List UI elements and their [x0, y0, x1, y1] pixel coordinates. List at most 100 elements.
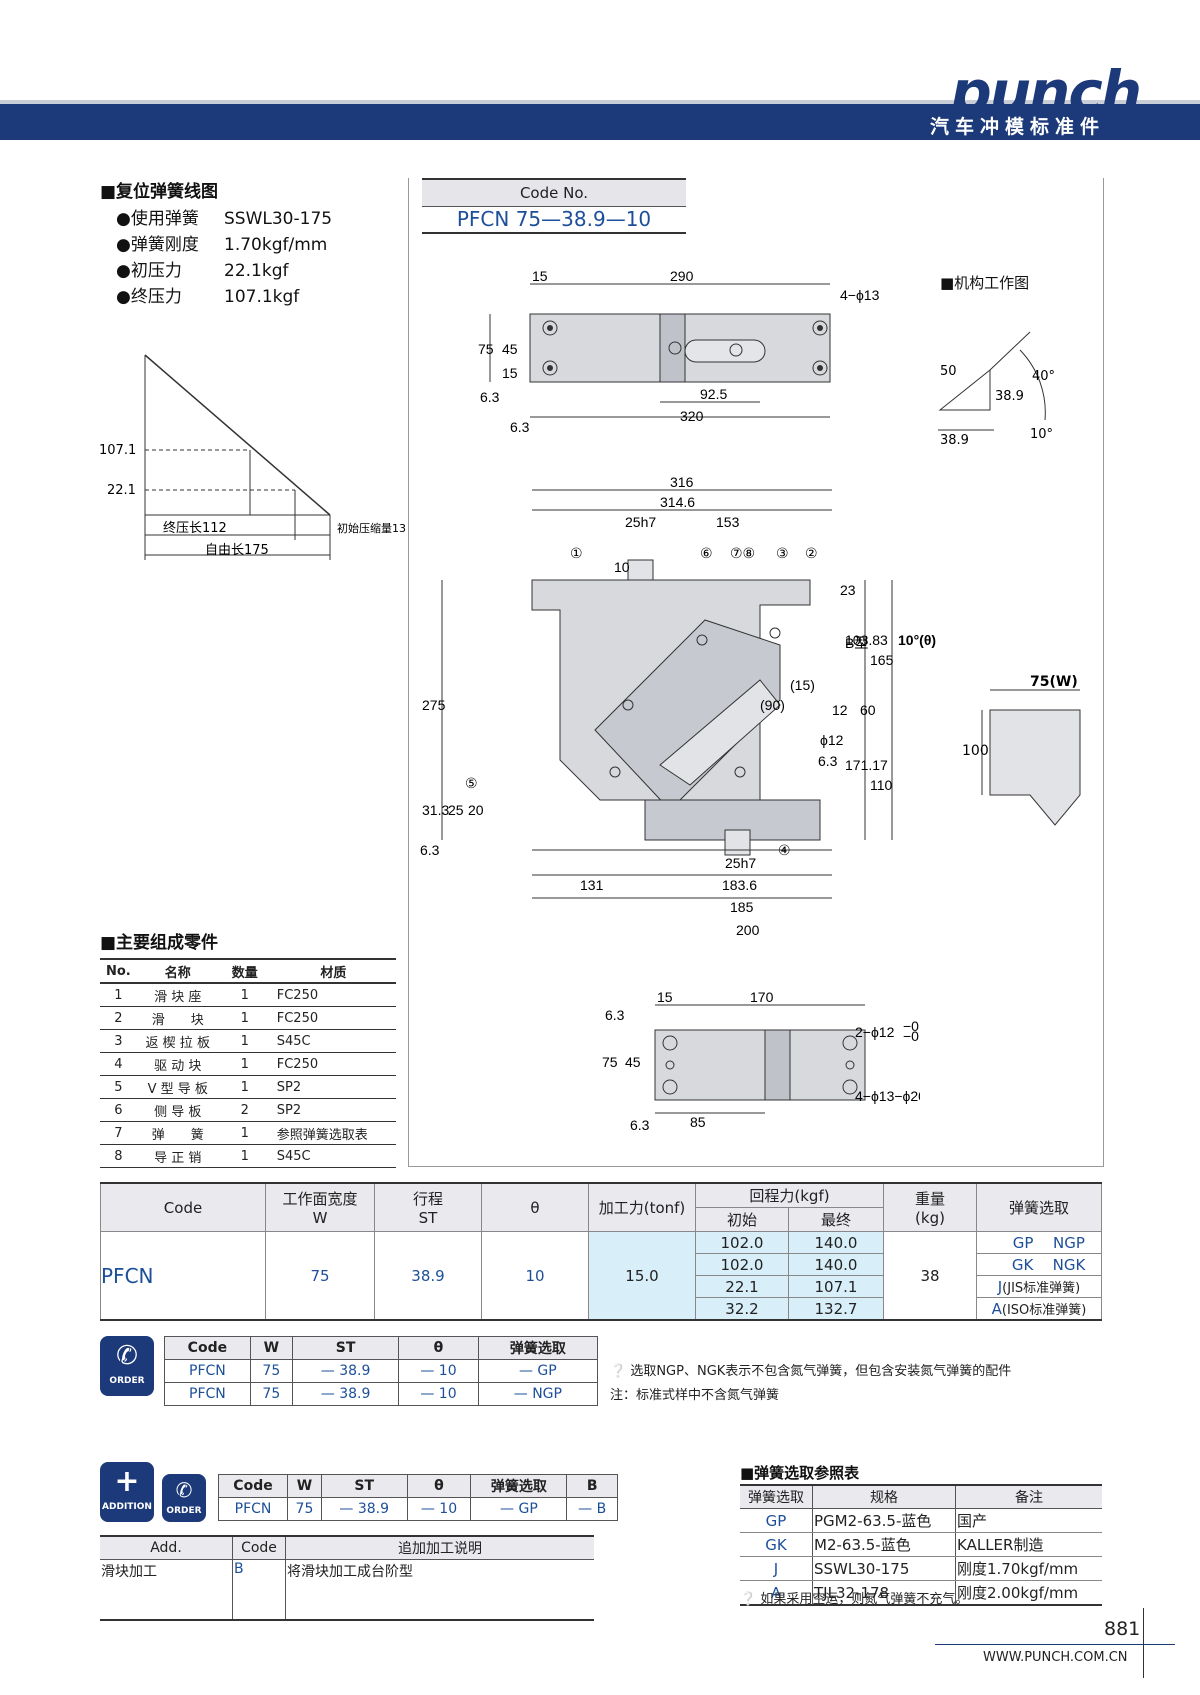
angle-dim-50: 50 — [940, 364, 957, 379]
dim-171-17: 171.17 — [845, 757, 888, 773]
callout-1: ① — [570, 546, 583, 562]
order-note-1: ❔ 选取NGP、NGK表示不包含氮气弹簧，但包含安装氮气弹簧的配件 — [610, 1364, 1012, 1379]
dim-15-paren: (15) — [790, 677, 815, 693]
dim-63d: 6.3 — [420, 842, 440, 858]
dim-12: 12 — [832, 702, 848, 718]
spec-theta: 10 — [481, 1231, 589, 1321]
mechanism-title: ■机构工作图 — [940, 274, 1030, 292]
code-no-value: PFCN 75—38.9—10 — [422, 206, 686, 234]
dim-25h7b: 25h7 — [725, 855, 756, 871]
addition-order-icon: ✆ORDER — [162, 1474, 206, 1522]
dim-63: 6.3 — [480, 389, 500, 405]
drawing-frame — [408, 178, 1104, 1167]
spring-ref-title: ■弹簧选取参照表 — [740, 1464, 860, 1482]
order-note-2: 注：标准式样中不含氮气弹簧 — [610, 1388, 780, 1403]
dim-183-6: 183.6 — [722, 877, 757, 893]
dim-320: 320 — [680, 408, 704, 424]
dim-131: 131 — [580, 877, 604, 893]
spec-st: 38.9 — [374, 1231, 482, 1321]
dim-185: 185 — [730, 899, 754, 915]
dim-314-6: 314.6 — [660, 494, 695, 510]
dim-103-83: 103.83 — [845, 632, 888, 648]
bdim-2phi12: 2−ϕ12 — [855, 1024, 895, 1040]
top-view-drawing: 15 290 4−ϕ13−ϕ20 75 45 15 6.3 92.5 320 6… — [478, 268, 880, 435]
dim-15: 15 — [532, 268, 548, 284]
dim-20: 20 — [468, 802, 484, 818]
graph-y-low: 22.1 — [107, 483, 136, 498]
dim-75: 75 — [478, 341, 494, 357]
dim-45: 45 — [502, 341, 518, 357]
order-icon: ✆ORDER — [100, 1336, 154, 1396]
bottom-view-drawing: 15 170 6.3 2−ϕ12 −0.2 −0.3 75 45 4−ϕ13−ϕ… — [602, 989, 920, 1133]
bdim-tol2: −0.3 — [903, 1028, 920, 1044]
dim-275: 275 — [422, 697, 446, 713]
callout-5: ⑤ — [465, 776, 478, 792]
graph-free-length: 自由长175 — [205, 543, 269, 558]
dim-phi12: ϕ12 — [820, 732, 844, 748]
spring-graph: 107.1 22.1 终压长112 自由长175 初始压缩量13 — [99, 354, 406, 560]
dim-290: 290 — [670, 268, 694, 284]
w-view-drawing: 75(W) 100 — [962, 674, 1081, 826]
parts-title: ■主要组成零件 — [100, 933, 219, 953]
bdim-170: 170 — [750, 989, 774, 1005]
spring-section-title: ■复位弹簧线图 — [100, 182, 219, 202]
footer-line — [935, 1644, 1175, 1645]
spring-ref-note: ❔ 如果采用空运，则氮气弹簧不充气。 — [740, 1592, 969, 1607]
dim-316: 316 — [670, 474, 694, 490]
callout-78: ⑦⑧ — [730, 546, 755, 562]
header-stripe — [0, 100, 1200, 104]
callout-2: ② — [805, 546, 818, 562]
dim-15b: 15 — [502, 365, 518, 381]
callout-3: ③ — [776, 546, 789, 562]
brand-subtitle: 汽车冲模标准件 — [929, 116, 1105, 138]
code-no-label: Code No. — [422, 178, 686, 207]
angle-40: 40° — [1032, 369, 1055, 384]
bdim-15: 15 — [657, 989, 673, 1005]
dim-60: 60 — [860, 702, 876, 718]
addition-icon: +ADDITION — [100, 1462, 154, 1522]
bdim-tol1: −0.2 — [903, 1018, 920, 1034]
dim-holes: 4−ϕ13−ϕ20 — [840, 287, 880, 303]
dim-200: 200 — [736, 922, 760, 938]
spec-force: 15.0 — [588, 1231, 696, 1321]
spec-w: 75 — [265, 1231, 375, 1321]
dim-90-paren: (90) — [760, 697, 785, 713]
dim-92-5: 92.5 — [700, 386, 727, 402]
dim-25h7: 25h7 — [625, 514, 656, 530]
dim-63c: 6.3 — [818, 753, 838, 769]
spec-code: PFCN — [100, 1231, 266, 1321]
graph-final-length: 终压长112 — [163, 520, 227, 536]
dim-31-3: 31.3 — [422, 802, 449, 818]
bdim-75: 75 — [602, 1054, 618, 1070]
brand-logo: punch — [950, 58, 1142, 126]
footer-divider — [1143, 1608, 1144, 1678]
angle-10: 10° — [1030, 427, 1053, 442]
callout-4: ④ — [778, 843, 791, 859]
header-band — [0, 104, 1200, 140]
angle-dim-38-9: 38.9 — [940, 433, 969, 448]
spec-weight: 38 — [883, 1231, 977, 1321]
dim-100: 100 — [962, 743, 989, 759]
footer-url[interactable]: WWW.PUNCH.COM.CN — [983, 1650, 1128, 1665]
main-section-drawing: 316 314.6 25h7 153 10 23 103.83 165 10°(… — [420, 474, 936, 938]
bdim-63: 6.3 — [605, 1007, 625, 1023]
angle-diagram: 50 38.9 40° 10° 38.9 — [938, 331, 1055, 448]
dim-theta: 10°(θ) — [898, 632, 936, 648]
dim-153: 153 — [716, 514, 740, 530]
